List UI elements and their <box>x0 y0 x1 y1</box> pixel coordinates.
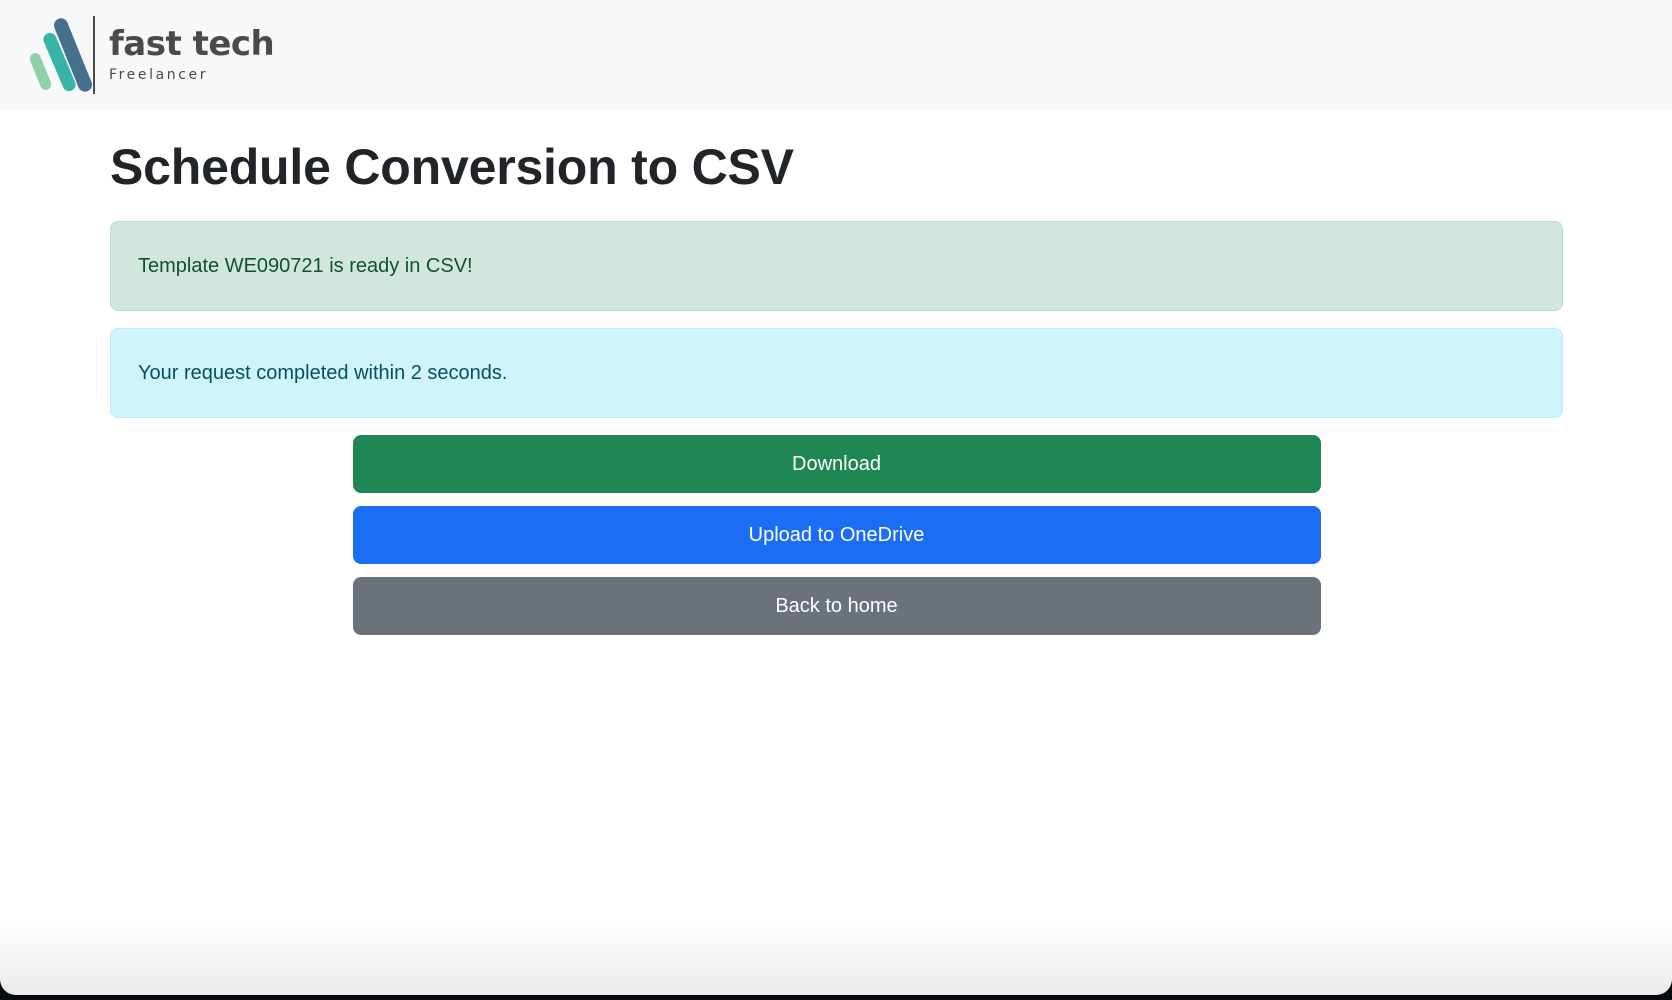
brand-divider <box>93 16 95 94</box>
app-header: fast tech Freelancer <box>0 0 1672 110</box>
logo-bar-short-icon <box>28 51 53 92</box>
page-title: Schedule Conversion to CSV <box>110 139 794 195</box>
brand-text: fast tech Freelancer <box>109 24 275 83</box>
brand-name: fast tech <box>109 24 275 65</box>
action-buttons: Download Upload to OneDrive Back to home <box>352 434 1321 635</box>
main-content: Schedule Conversion to CSV Template WE09… <box>0 136 1672 635</box>
alert-info: Your request completed within 2 seconds. <box>110 327 1563 418</box>
download-button[interactable]: Download <box>352 434 1321 493</box>
back-to-home-button[interactable]: Back to home <box>352 576 1321 635</box>
upload-to-onedrive-button[interactable]: Upload to OneDrive <box>352 505 1321 564</box>
brand-logo-icon <box>18 0 95 110</box>
alert-success: Template WE090721 is ready in CSV! <box>110 220 1563 311</box>
brand-tagline: Freelancer <box>109 66 209 83</box>
brand-logo: fast tech Freelancer <box>0 0 275 110</box>
